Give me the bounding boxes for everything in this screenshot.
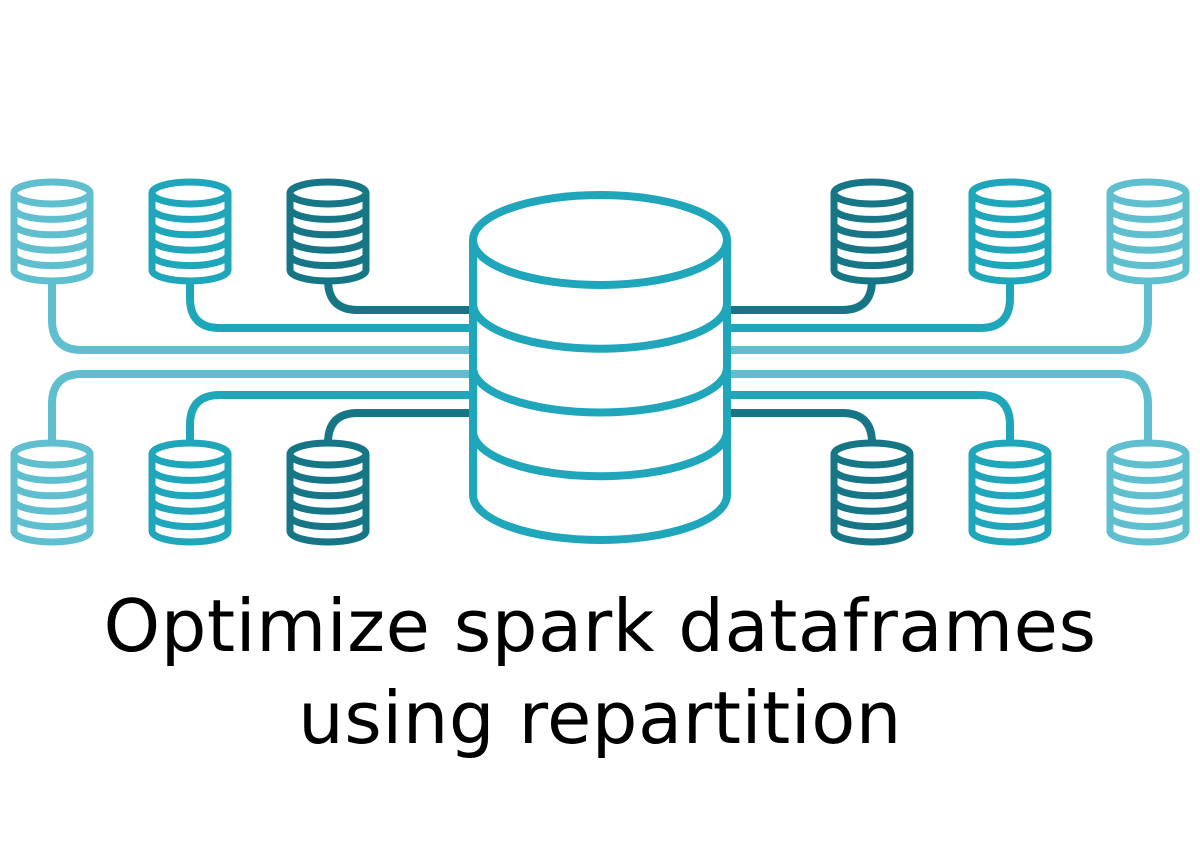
partition-top-right-inner-icon <box>830 178 914 285</box>
partition-bottom-left-inner-icon <box>286 439 370 546</box>
connector-lines <box>48 277 1152 447</box>
connector-line <box>716 277 1152 354</box>
connector-line <box>48 370 484 447</box>
partition-top-right-middle-icon <box>968 178 1052 285</box>
central-database-icon <box>469 191 731 544</box>
partition-bottom-right-outer-icon <box>1106 439 1190 546</box>
partition-top-right-outer-icon <box>1106 178 1190 285</box>
partition-bottom-right-inner-icon <box>830 439 914 546</box>
connector-line <box>716 409 876 447</box>
connector-line <box>716 370 1152 447</box>
partition-bottom-right-middle-icon <box>968 439 1052 546</box>
connector-line <box>186 277 484 332</box>
partition-top-left-inner-icon <box>286 178 370 285</box>
partition-databases <box>10 178 1190 546</box>
partition-top-left-outer-icon <box>10 178 94 285</box>
connector-line <box>716 277 876 314</box>
partition-bottom-left-outer-icon <box>10 439 94 546</box>
connector-line <box>716 391 1014 447</box>
connector-line <box>324 277 484 314</box>
connector-line <box>48 277 484 354</box>
caption-line-1: Optimize spark dataframes <box>103 584 1097 668</box>
caption: Optimize spark dataframes using repartit… <box>0 580 1200 764</box>
connector-line <box>186 391 484 447</box>
partition-diagram <box>10 178 1190 546</box>
central-database-cylinder <box>469 191 731 544</box>
caption-line-2: using repartition <box>298 676 902 760</box>
partition-bottom-left-middle-icon <box>148 439 232 546</box>
connector-line <box>716 277 1014 332</box>
connector-line <box>324 409 484 447</box>
partition-top-left-middle-icon <box>148 178 232 285</box>
